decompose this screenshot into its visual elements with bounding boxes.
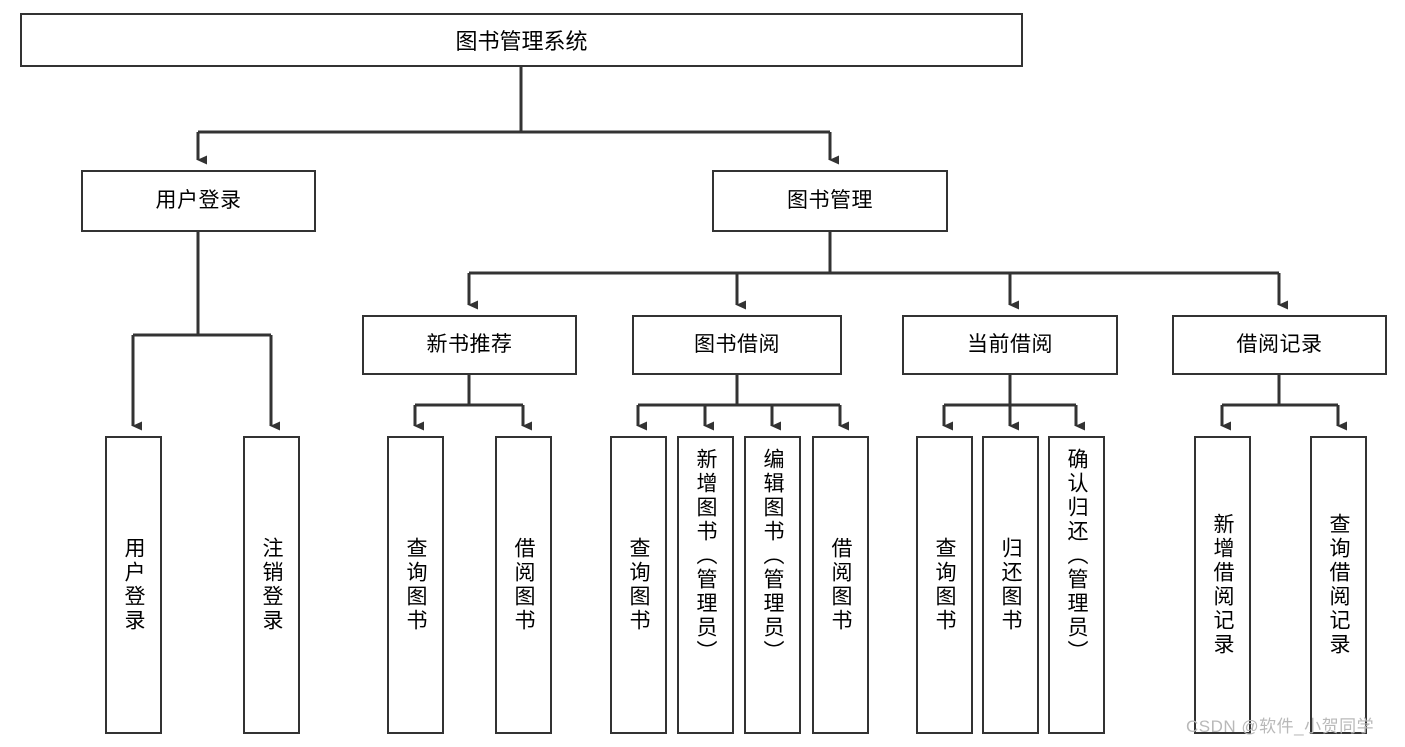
node-book-borrow[interactable]: 图书借阅 [632,315,842,375]
node-book-management[interactable]: 图书管理 [712,170,948,232]
node-user-login[interactable]: 用户登录 [81,170,316,232]
leaf-query-book-current[interactable]: 查询图书 [916,436,973,734]
node-label: 借阅记录 [1236,333,1323,357]
node-label: 借阅图书 [829,537,852,633]
node-root-system[interactable]: 图书管理系统 [20,13,1023,67]
node-label: 查询图书 [627,537,650,633]
node-borrow-record[interactable]: 借阅记录 [1172,315,1387,375]
node-label: 新书推荐 [426,333,513,357]
csdn-watermark: CSDN @软件_小贺同学 [1186,717,1375,736]
node-label: 注销登录 [260,537,283,633]
leaf-user-login[interactable]: 用户登录 [105,436,162,734]
node-label: 图书管理系统 [455,29,588,54]
node-label: 用户登录 [122,537,145,633]
node-label: 编辑图书（管理员） [761,448,784,664]
node-new-book-recommend[interactable]: 新书推荐 [362,315,577,375]
leaf-query-borrow-record[interactable]: 查询借阅记录 [1310,436,1367,734]
node-label: 确认归还（管理员） [1065,448,1088,664]
node-label: 查询图书 [933,537,956,633]
node-label: 当前借阅 [967,333,1053,357]
leaf-add-book-admin[interactable]: 新增图书（管理员） [677,436,734,734]
node-label: 归还图书 [999,537,1022,633]
node-label: 新增图书（管理员） [694,448,717,664]
leaf-logout[interactable]: 注销登录 [243,436,300,734]
leaf-borrow-book-recommend[interactable]: 借阅图书 [495,436,552,734]
leaf-query-book-borrow[interactable]: 查询图书 [610,436,667,734]
node-label: 查询图书 [404,537,427,633]
node-label: 新增借阅记录 [1211,513,1234,657]
node-label: 查询借阅记录 [1327,513,1350,657]
node-label: 图书管理 [787,189,873,213]
leaf-return-book[interactable]: 归还图书 [982,436,1039,734]
leaf-confirm-return-admin[interactable]: 确认归还（管理员） [1048,436,1105,734]
node-label: 图书借阅 [694,333,780,357]
leaf-edit-book-admin[interactable]: 编辑图书（管理员） [744,436,801,734]
leaf-borrow-book[interactable]: 借阅图书 [812,436,869,734]
node-label: 借阅图书 [512,537,535,633]
leaf-query-book-recommend[interactable]: 查询图书 [387,436,444,734]
leaf-add-borrow-record[interactable]: 新增借阅记录 [1194,436,1251,734]
node-current-borrow[interactable]: 当前借阅 [902,315,1118,375]
node-label: 用户登录 [155,189,242,213]
